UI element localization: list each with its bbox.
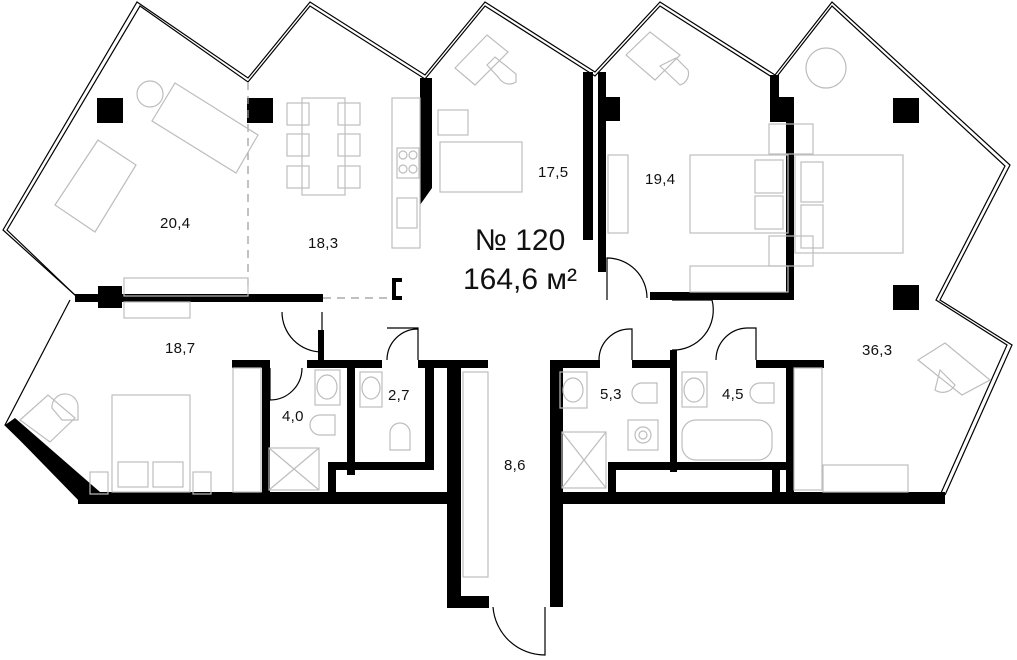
room-area-bathroom-left: 4,0 — [282, 408, 304, 425]
room-area-corridor: 8,6 — [504, 457, 526, 474]
room-area-bedroom-top-center: 17,5 — [538, 164, 569, 181]
apartment-number: № 120 — [474, 224, 566, 257]
apartment-total-area: 164,6 м² — [462, 263, 578, 296]
room-area-master-bedroom: 36,3 — [862, 342, 893, 359]
room-area-living: 20,4 — [160, 215, 191, 232]
room-area-wc-left: 2,7 — [388, 387, 410, 404]
furniture — [19, 31, 992, 578]
room-area-bedroom-top-right: 19,4 — [645, 171, 676, 188]
doors — [269, 257, 757, 656]
room-area-kitchen-dining: 18,3 — [308, 235, 339, 252]
zone-separators — [247, 82, 392, 299]
walls — [5, 72, 945, 608]
room-area-bathroom-right: 4,5 — [722, 386, 744, 403]
room-area-bedroom-left: 18,7 — [165, 340, 196, 357]
room-area-bathroom-center: 5,3 — [600, 386, 622, 403]
apartment-title: № 120 164,6 м² — [420, 222, 620, 300]
